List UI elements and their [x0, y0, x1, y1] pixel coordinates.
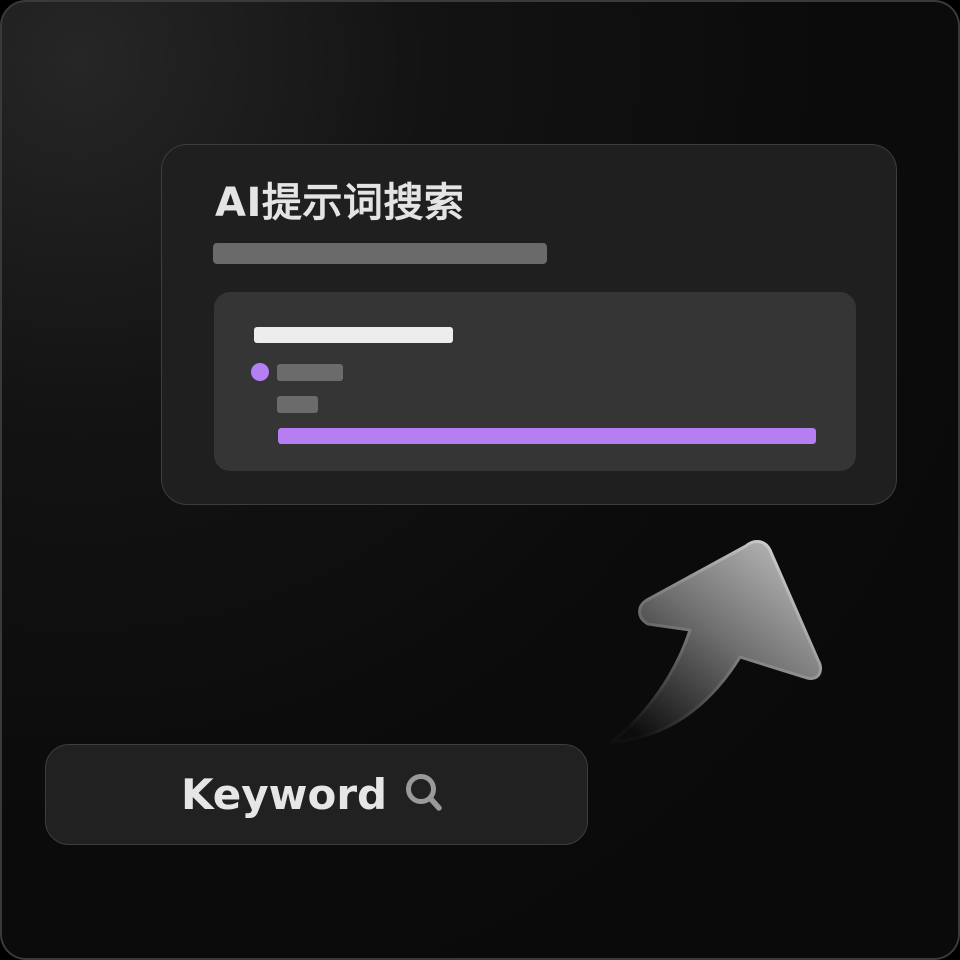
card-title: AI提示词搜索: [215, 180, 465, 226]
search-result-card: AI提示词搜索: [161, 144, 897, 505]
result-meta-placeholder-bar-short: [277, 396, 318, 413]
curved-arrow-up-right-icon: [610, 540, 822, 744]
status-dot-icon: [251, 363, 269, 381]
result-title-placeholder-bar: [254, 327, 453, 343]
subtitle-placeholder-bar: [213, 243, 547, 264]
result-item-panel[interactable]: [214, 292, 856, 471]
keyword-search-box[interactable]: Keyword: [45, 744, 588, 845]
result-progress-bar: [278, 428, 816, 444]
result-progress-fill: [278, 428, 816, 444]
search-icon[interactable]: [401, 770, 451, 820]
result-meta-placeholder-bar: [277, 364, 343, 381]
search-input[interactable]: Keyword: [181, 770, 388, 819]
